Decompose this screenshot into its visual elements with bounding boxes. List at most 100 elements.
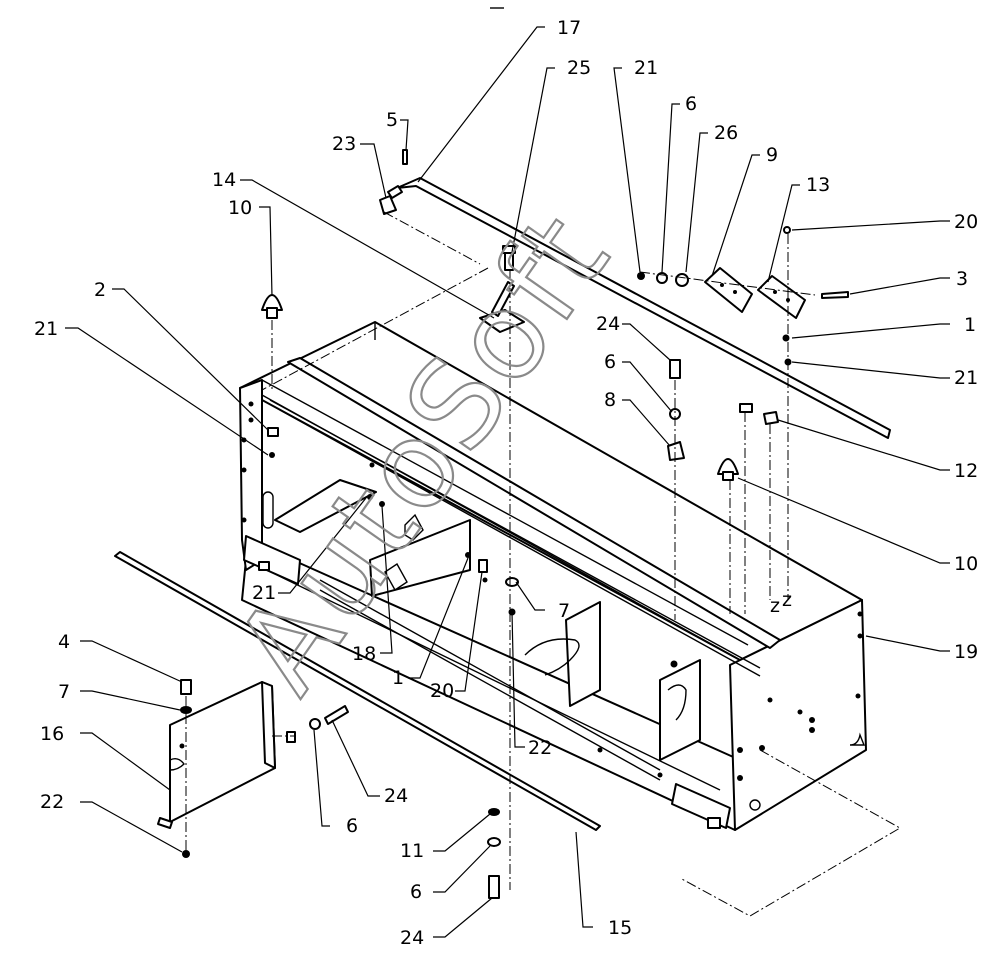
leader-line — [360, 143, 387, 199]
bottom-rod — [114, 551, 601, 831]
leader-line — [511, 67, 555, 253]
leader-line — [865, 635, 950, 652]
callout-label: 9 — [766, 144, 778, 166]
leader-line — [408, 557, 469, 679]
hopper-right-end — [729, 599, 867, 831]
cotter-pin — [402, 149, 408, 165]
washer — [488, 808, 500, 816]
hopper-tab — [404, 513, 424, 541]
bolt — [669, 359, 681, 379]
cover-plate — [157, 681, 276, 829]
callout-label: 1 — [392, 667, 404, 689]
cover-plate-slot — [169, 757, 185, 771]
leader-line — [65, 327, 269, 456]
hopper-body — [239, 321, 867, 831]
hopper-hole — [809, 717, 815, 723]
hopper-hole — [597, 747, 603, 753]
hopper-hole — [241, 517, 247, 523]
cover-plate-hole — [179, 743, 185, 749]
hopper-foot — [707, 817, 721, 829]
hopper-hole — [857, 611, 863, 617]
screw — [478, 559, 488, 573]
hopper-hole — [248, 401, 254, 407]
hinge — [704, 267, 806, 319]
callout-label: 14 — [212, 169, 236, 191]
callout-label: 7 — [558, 600, 570, 622]
hopper-lower-rail — [245, 559, 721, 791]
knob — [717, 458, 739, 481]
hopper-divider — [565, 601, 601, 707]
callout-label: 26 — [714, 122, 738, 144]
callout-label: 17 — [557, 17, 581, 39]
leader-lines — [65, 26, 950, 938]
hopper-hole — [797, 709, 803, 715]
cover-plate-flange — [261, 681, 276, 769]
nut — [367, 494, 373, 500]
hopper-cutout — [667, 684, 687, 721]
hopper-inner-line — [261, 379, 749, 646]
callout-label: 6 — [410, 881, 422, 903]
leader-line — [259, 206, 273, 297]
axis-line — [383, 211, 481, 265]
axis-line — [679, 749, 902, 917]
leader-line — [331, 719, 380, 797]
screw — [180, 679, 192, 695]
nut — [379, 501, 385, 507]
callout-label: 13 — [806, 174, 830, 196]
callout-label: 22 — [40, 791, 64, 813]
leader-line — [685, 132, 708, 273]
knob-cap — [261, 294, 283, 311]
hopper-tab — [384, 562, 408, 592]
leader-line — [622, 361, 673, 413]
bolt — [488, 875, 500, 899]
top-rod — [387, 177, 891, 439]
hopper-hole — [482, 577, 488, 583]
hopper-hole — [737, 747, 743, 753]
hopper-hole — [670, 660, 678, 668]
nut-square — [763, 411, 779, 425]
leader-line — [433, 897, 493, 938]
leader-line — [622, 399, 671, 447]
hopper-hole — [855, 693, 861, 699]
callout-label: 8 — [604, 389, 616, 411]
hopper-hole — [248, 417, 254, 423]
callout-label: 4 — [58, 631, 70, 653]
leader-line — [661, 103, 680, 273]
clip — [667, 441, 685, 461]
hopper-divider — [659, 659, 701, 761]
leader-line — [613, 67, 641, 273]
callout-label: 7 — [58, 681, 70, 703]
rod-end — [387, 185, 403, 199]
leader-line — [112, 288, 269, 431]
hopper-lower-rail — [319, 579, 661, 771]
hopper-hole — [369, 462, 375, 468]
hopper-foot — [258, 561, 270, 571]
callout-label: 6 — [604, 351, 616, 373]
leader-line — [80, 690, 181, 711]
hopper-cutout — [524, 638, 580, 676]
leader-line — [622, 323, 671, 361]
callout-label: 11 — [400, 840, 424, 862]
bolt-head — [502, 245, 516, 254]
callout-label: 5 — [386, 109, 398, 131]
washer — [487, 837, 501, 847]
leader-line — [80, 732, 171, 791]
leader-line — [417, 26, 545, 183]
leader-line — [711, 154, 760, 277]
rod-body — [114, 551, 601, 831]
leader-line — [777, 419, 950, 471]
callout-labels: 17 25 21 5 23 14 6 26 9 13 10 20 2 3 21 … — [34, 17, 978, 949]
knob-stem — [266, 307, 278, 319]
marker: z — [770, 595, 780, 617]
callout-label: 2 — [94, 279, 106, 301]
leader-line — [80, 801, 183, 853]
nut — [465, 552, 471, 558]
callout-label: 19 — [954, 641, 978, 663]
hopper-hole — [737, 775, 743, 781]
hinge-hole — [773, 290, 777, 294]
leader-line — [433, 813, 491, 852]
hopper-slot — [262, 491, 274, 529]
callout-label: 3 — [956, 268, 968, 290]
